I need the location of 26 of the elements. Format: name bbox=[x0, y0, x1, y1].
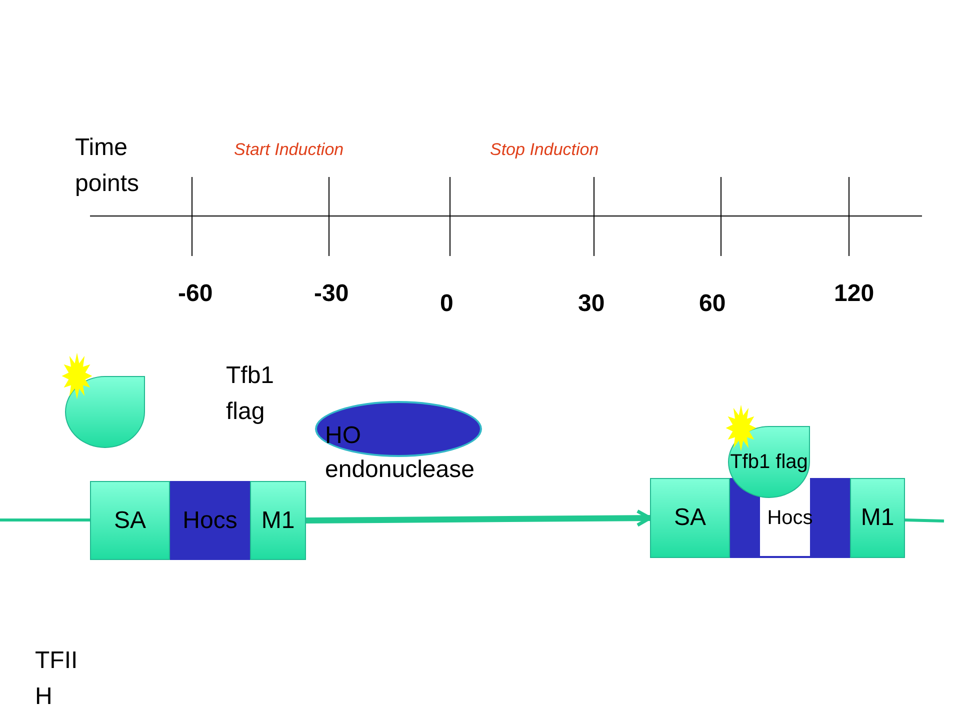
node-label: M1 bbox=[261, 506, 295, 534]
site-segment bbox=[170, 481, 250, 560]
tick-label: 120 bbox=[834, 279, 874, 309]
tick-label: 0 bbox=[440, 289, 454, 319]
tick-label: -30 bbox=[314, 279, 349, 309]
tick-label: -60 bbox=[178, 279, 213, 309]
gene-segment bbox=[90, 481, 170, 560]
protein-label: Tfb1 flag bbox=[226, 361, 276, 427]
tick-label: 60 bbox=[699, 289, 726, 319]
protein-shape bbox=[65, 376, 145, 448]
event-label: Stop Induction bbox=[490, 139, 599, 161]
gene-segment bbox=[650, 478, 730, 558]
node-label: SA bbox=[114, 506, 146, 534]
gene-segment bbox=[850, 478, 905, 558]
node-label: SA bbox=[674, 504, 706, 532]
arrow bbox=[306, 509, 652, 527]
complex-label: TFII H bbox=[35, 646, 79, 712]
axis-title: Time points bbox=[75, 133, 140, 199]
node-label: M1 bbox=[860, 504, 894, 532]
site-segment bbox=[730, 478, 850, 558]
tick-label: 30 bbox=[578, 289, 605, 319]
node-label: HO endonuclease bbox=[325, 421, 476, 485]
node-label: Tfb1 flag bbox=[730, 450, 808, 474]
node-label: Hocs bbox=[182, 506, 238, 534]
event-label: Start Induction bbox=[234, 139, 344, 161]
gene-segment bbox=[250, 481, 306, 560]
